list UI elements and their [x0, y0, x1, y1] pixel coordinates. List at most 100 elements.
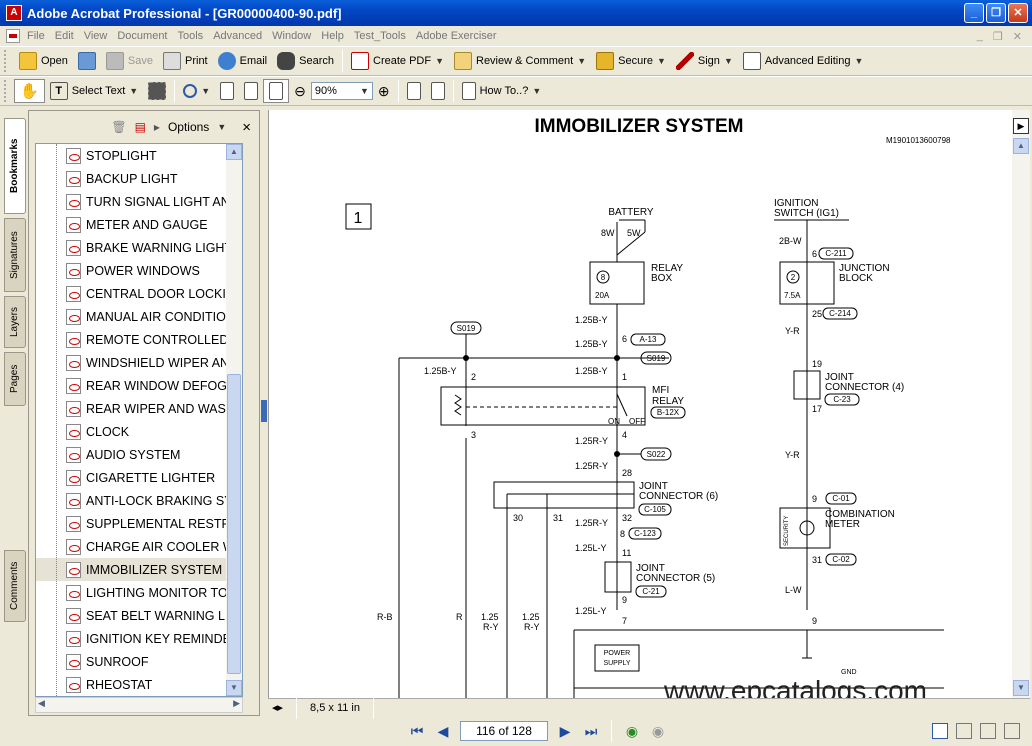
first-page-button[interactable]: ⏮ — [410, 723, 424, 739]
chevron-down-icon[interactable]: ▼ — [723, 56, 733, 66]
bookmark-item[interactable]: RHEOSTAT — [36, 673, 242, 696]
menu-document[interactable]: Document — [117, 30, 168, 42]
continuous-facing-icon[interactable] — [1004, 723, 1020, 739]
hand-tool-button[interactable]: ✋ — [14, 79, 45, 103]
menu-edit[interactable]: Edit — [54, 30, 74, 42]
rotate-clockwise-button[interactable] — [402, 79, 426, 103]
menu-tools[interactable]: Tools — [177, 30, 204, 42]
document-page[interactable]: IMMOBILIZER SYSTEM M1901013600798 1 BATT… — [268, 110, 1012, 698]
bookmark-hscrollbar[interactable]: ◀ ▶ — [35, 697, 243, 713]
bookmark-item[interactable]: POWER WINDOWS — [36, 259, 242, 282]
search-button[interactable]: Search — [272, 49, 339, 73]
document-scrollbar[interactable]: ▶ ▲ ▼ — [1012, 110, 1030, 698]
tab-signatures[interactable]: Signatures — [4, 218, 26, 292]
single-page-icon[interactable] — [932, 723, 948, 739]
facing-icon[interactable] — [980, 723, 996, 739]
rotate-counterclockwise-button[interactable] — [426, 79, 450, 103]
scroll-down-icon[interactable]: ▼ — [226, 680, 242, 696]
scroll-right-icon[interactable]: ▶ — [233, 698, 240, 708]
scroll-up-icon[interactable]: ▲ — [1013, 138, 1029, 154]
snapshot-button[interactable] — [143, 79, 171, 103]
expand-bookmark-icon[interactable]: ▸ — [153, 120, 160, 134]
bookmark-item[interactable]: TURN SIGNAL LIGHT AND — [36, 190, 242, 213]
last-page-button[interactable]: ⏭ — [584, 723, 598, 739]
scroll-down-icon[interactable]: ▼ — [1013, 680, 1029, 696]
organizer-button[interactable] — [73, 49, 101, 73]
tab-comments[interactable]: Comments — [4, 550, 26, 622]
create-pdf-button[interactable]: Create PDF▼ — [346, 49, 449, 73]
tab-layers[interactable]: Layers — [4, 296, 26, 348]
how-to-button[interactable]: How To..?▼ — [457, 79, 547, 103]
chevron-down-icon[interactable]: ▼ — [435, 56, 444, 66]
scroll-left-icon[interactable]: ◀ — [38, 698, 45, 708]
close-panel-button[interactable]: × — [242, 118, 251, 136]
new-bookmark-icon[interactable]: ▤ — [134, 120, 146, 134]
previous-view-button[interactable]: ◉ — [625, 723, 639, 739]
toolbar-grip[interactable] — [4, 80, 10, 102]
chevron-down-icon[interactable]: ▼ — [532, 86, 542, 96]
bookmark-item[interactable]: IGNITION KEY REMINDEF — [36, 627, 242, 650]
bookmark-item[interactable]: BACKUP LIGHT — [36, 167, 242, 190]
chevron-down-icon[interactable]: ▼ — [201, 86, 211, 96]
tab-bookmarks[interactable]: Bookmarks — [4, 118, 26, 214]
doc-restore-icon[interactable]: ❐ — [992, 30, 1003, 43]
menu-test-tools[interactable]: Test_Tools — [353, 30, 406, 42]
splitter-arrows-icon[interactable]: ◂▸ — [272, 702, 284, 714]
continuous-icon[interactable] — [956, 723, 972, 739]
email-button[interactable]: Email — [213, 49, 273, 73]
delete-bookmark-icon[interactable]: 🗑 — [111, 120, 127, 134]
doc-close-icon[interactable]: ✕ — [1012, 30, 1022, 43]
chevron-down-icon[interactable]: ▼ — [129, 86, 139, 96]
bookmark-item[interactable]: MANUAL AIR CONDITION — [36, 305, 242, 328]
options-menu[interactable]: Options — [167, 120, 210, 134]
bookmark-item[interactable]: CENTRAL DOOR LOCKIN — [36, 282, 242, 305]
bookmark-item[interactable]: SUPPLEMENTAL RESTR — [36, 512, 242, 535]
document-icon[interactable] — [6, 29, 20, 43]
open-button[interactable]: Open — [14, 49, 73, 73]
advanced-editing-button[interactable]: Advanced Editing▼ — [738, 49, 869, 73]
page-layout-toggle[interactable]: ▶ — [1013, 118, 1029, 134]
bookmark-item[interactable]: BRAKE WARNING LIGHT — [36, 236, 242, 259]
bookmark-item[interactable]: ANTI-LOCK BRAKING SY — [36, 489, 242, 512]
bookmark-item[interactable]: SEAT BELT WARNING LI — [36, 604, 242, 627]
restore-button[interactable]: ❐ — [986, 3, 1006, 23]
fit-page-button[interactable] — [239, 79, 263, 103]
zoom-in-tool-button[interactable]: ▼ — [178, 79, 215, 103]
bookmark-scrollbar[interactable]: ▲ ▼ — [226, 144, 242, 696]
menu-file[interactable]: File — [27, 30, 45, 42]
bookmark-item[interactable]: REAR WINDOW DEFOGG — [36, 374, 242, 397]
secure-button[interactable]: Secure▼ — [591, 49, 671, 73]
bookmark-item[interactable]: SUNROOF — [36, 650, 242, 673]
scroll-thumb[interactable] — [227, 374, 241, 674]
fit-width-button[interactable] — [263, 79, 290, 103]
zoom-level-field[interactable]: 90%▼ — [310, 82, 373, 100]
bookmark-item[interactable]: CHARGE AIR COOLER W — [36, 535, 242, 558]
menu-advanced[interactable]: Advanced — [213, 30, 263, 42]
bookmark-item[interactable]: CIGARETTE LIGHTER — [36, 466, 242, 489]
bookmark-item[interactable]: REAR WIPER AND WASI — [36, 397, 242, 420]
doc-minimize-icon[interactable]: _ — [976, 29, 983, 42]
bookmark-item[interactable]: AUDIO SYSTEM — [36, 443, 242, 466]
bookmark-item[interactable]: REMOTE CONTROLLED I — [36, 328, 242, 351]
chevron-down-icon[interactable]: ▼ — [656, 56, 666, 66]
bookmark-item[interactable]: METER AND GAUGE — [36, 213, 242, 236]
menu-adobe-exerciser[interactable]: Adobe Exerciser — [415, 30, 497, 42]
chevron-down-icon[interactable]: ▼ — [217, 122, 227, 132]
panel-splitter[interactable] — [260, 110, 268, 716]
page-number-field[interactable]: 116 of 128 — [460, 721, 548, 741]
scroll-up-icon[interactable]: ▲ — [226, 144, 242, 160]
bookmark-item[interactable]: IMMOBILIZER SYSTEM — [36, 558, 242, 581]
bookmark-item[interactable]: STOPLIGHT — [36, 144, 242, 167]
bookmark-item[interactable]: LIGHTING MONITOR TON — [36, 581, 242, 604]
close-button[interactable]: ✕ — [1008, 3, 1028, 23]
previous-page-button[interactable]: ◀ — [437, 723, 449, 739]
next-view-button[interactable]: ◉ — [651, 723, 665, 739]
toolbar-grip[interactable] — [4, 50, 10, 72]
save-button[interactable]: Save — [101, 49, 158, 73]
menu-help[interactable]: Help — [321, 30, 344, 42]
review-comment-button[interactable]: Review & Comment▼ — [449, 49, 591, 73]
chevron-down-icon[interactable]: ▼ — [359, 86, 369, 96]
zoom-in-button[interactable]: ⊕ — [373, 79, 395, 103]
menu-window[interactable]: Window — [272, 30, 312, 42]
